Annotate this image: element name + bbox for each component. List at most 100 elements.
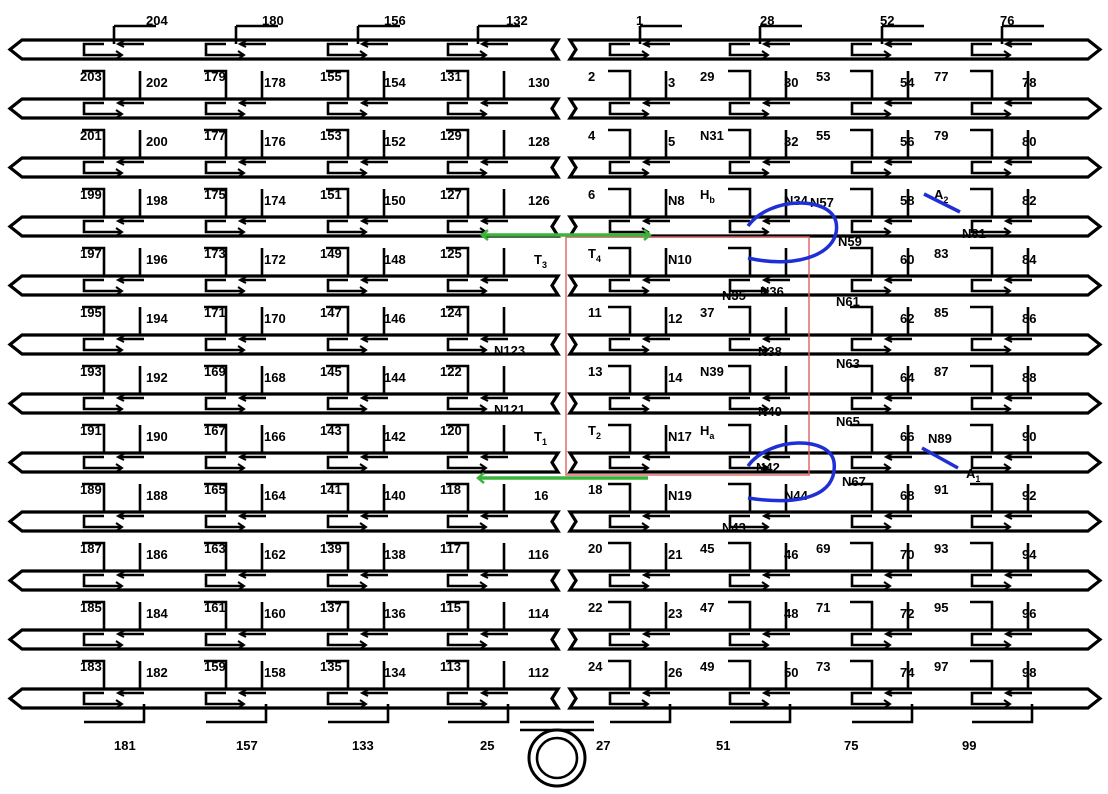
staple-bracket bbox=[610, 162, 648, 173]
node-label-left: 140 bbox=[384, 488, 406, 503]
seam-loop-inner bbox=[537, 738, 577, 778]
node-label-right: T2 bbox=[588, 423, 601, 441]
node-label-left: 118 bbox=[440, 482, 461, 497]
seam-crossover bbox=[520, 722, 594, 730]
node-label-right: 49 bbox=[700, 659, 714, 674]
staple-bracket bbox=[730, 693, 768, 704]
blue-anchor-a1 bbox=[922, 448, 958, 468]
node-label-left: 154 bbox=[384, 75, 406, 90]
node-label-left: 112 bbox=[528, 665, 549, 680]
node-label-right: 97 bbox=[934, 659, 948, 674]
node-label-left: 182 bbox=[146, 665, 168, 680]
staple-hook bbox=[970, 661, 992, 689]
node-label-right: N10 bbox=[668, 252, 692, 267]
staple-hook bbox=[850, 307, 872, 335]
staple-hook bbox=[728, 366, 750, 394]
staple-hook bbox=[504, 366, 532, 394]
node-label-right: 29 bbox=[700, 69, 714, 84]
staple-bracket bbox=[610, 398, 648, 409]
node-label-right: 79 bbox=[934, 128, 948, 143]
staple-bracket bbox=[852, 457, 890, 468]
node-label-left: 148 bbox=[384, 252, 406, 267]
node-label-right: T4 bbox=[588, 246, 601, 264]
extra-node-label: N63 bbox=[836, 356, 860, 371]
node-label-right: 48 bbox=[784, 606, 798, 621]
staple-hook bbox=[504, 425, 532, 453]
node-label-right: 32 bbox=[784, 134, 798, 149]
node-label-left: 192 bbox=[146, 370, 168, 385]
staple-hook bbox=[608, 307, 630, 335]
staple-hook bbox=[728, 248, 750, 276]
node-label-right: 55 bbox=[816, 128, 830, 143]
extra-node-label: N61 bbox=[836, 294, 860, 309]
node-label-right: 37 bbox=[700, 305, 714, 320]
extra-node-label: N81 bbox=[962, 226, 986, 241]
node-label-right: 56 bbox=[900, 134, 914, 149]
node-label-right: 53 bbox=[816, 69, 830, 84]
node-label-left: 141 bbox=[320, 482, 342, 497]
node-label-left: 160 bbox=[264, 606, 286, 621]
node-label-left: 186 bbox=[146, 547, 168, 562]
staple-bracket bbox=[730, 44, 768, 55]
node-label-right: 30 bbox=[784, 75, 798, 90]
staple-bracket bbox=[972, 280, 1010, 291]
staple-bracket bbox=[206, 162, 244, 173]
staple-bracket bbox=[328, 634, 366, 645]
staple-hook bbox=[970, 425, 992, 453]
node-label-right: 85 bbox=[934, 305, 948, 320]
node-label-left: 172 bbox=[264, 252, 286, 267]
node-label-left: 117 bbox=[440, 541, 461, 556]
staple-bracket bbox=[328, 221, 366, 232]
node-label-right: 6 bbox=[588, 187, 595, 202]
node-label-left: 187 bbox=[80, 541, 102, 556]
node-label-left: 198 bbox=[146, 193, 168, 208]
staple-bracket bbox=[852, 516, 890, 527]
staple-bracket bbox=[852, 221, 890, 232]
node-label-right: 60 bbox=[900, 252, 914, 267]
staple-hook bbox=[970, 543, 992, 571]
staple-hook bbox=[786, 307, 814, 335]
staple-bracket bbox=[206, 280, 244, 291]
staple-bracket bbox=[972, 693, 1010, 704]
staple-bracket bbox=[206, 339, 244, 350]
node-label-right: 93 bbox=[934, 541, 948, 556]
staple-hook bbox=[608, 130, 630, 158]
node-label-right: 64 bbox=[900, 370, 915, 385]
staple-hook bbox=[850, 71, 872, 99]
node-label-left: 115 bbox=[440, 600, 461, 615]
staple-hook bbox=[850, 661, 872, 689]
staple-hook bbox=[970, 484, 992, 512]
bottom-label: 25 bbox=[480, 738, 494, 753]
top-label: 180 bbox=[262, 13, 284, 28]
staple-bracket bbox=[852, 398, 890, 409]
staple-bracket bbox=[852, 44, 890, 55]
staple-bracket bbox=[610, 516, 648, 527]
staple-hook bbox=[608, 248, 630, 276]
node-label-right: 74 bbox=[900, 665, 915, 680]
node-label-left: 175 bbox=[204, 187, 226, 202]
node-label-right: 18 bbox=[588, 482, 602, 497]
staple-bracket bbox=[328, 280, 366, 291]
top-label: 1 bbox=[636, 13, 643, 28]
staple-bracket bbox=[972, 398, 1010, 409]
node-label-right: Ha bbox=[700, 423, 715, 441]
staple-hook bbox=[850, 189, 872, 217]
staple-bracket bbox=[610, 339, 648, 350]
node-label-right: N8 bbox=[668, 193, 685, 208]
node-label-left: 130 bbox=[528, 75, 550, 90]
node-label-left: 199 bbox=[80, 187, 102, 202]
staple-bracket bbox=[84, 44, 122, 55]
staple-hook bbox=[728, 484, 750, 512]
node-label-left: 203 bbox=[80, 69, 102, 84]
staple-bracket bbox=[730, 575, 768, 586]
node-label-right: 80 bbox=[1022, 134, 1036, 149]
staple-hook bbox=[728, 307, 750, 335]
staple-bracket bbox=[328, 693, 366, 704]
staple-bracket bbox=[852, 162, 890, 173]
node-label-right: N34 bbox=[784, 193, 809, 208]
node-label-left: 183 bbox=[80, 659, 102, 674]
extra-node-label: N67 bbox=[842, 474, 866, 489]
staple-bracket bbox=[206, 693, 244, 704]
staple-bracket bbox=[448, 221, 486, 232]
node-label-left: 174 bbox=[264, 193, 286, 208]
